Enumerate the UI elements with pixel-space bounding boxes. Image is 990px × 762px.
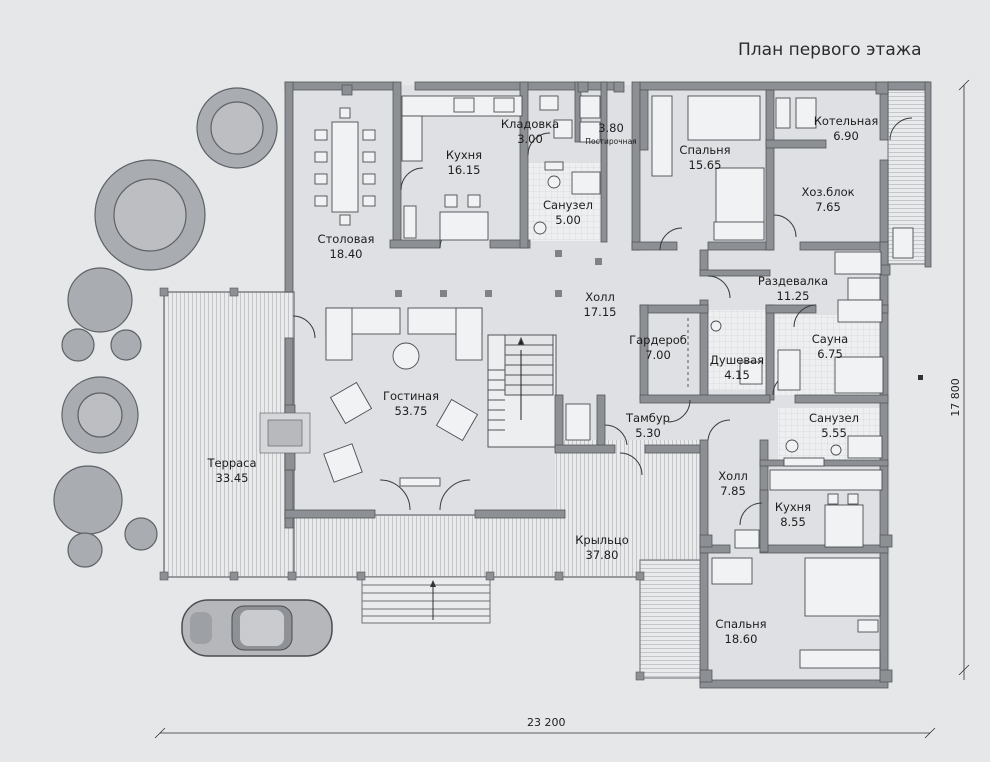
room-hall-1: Холл 17.15	[584, 290, 617, 320]
room-vestibule: Тамбур 5.30	[626, 411, 670, 441]
room-dining: Столовая 18.40	[318, 232, 375, 262]
dimension-lines	[154, 79, 970, 739]
room-bathroom-1: Санузел 5.00	[543, 198, 593, 228]
room-kitchen: Кухня 16.15	[446, 148, 482, 178]
room-name: Раздевалка	[757, 274, 829, 288]
room-boiler: Котельная 6.90	[814, 114, 879, 144]
room-area: 5.00	[555, 213, 581, 227]
room-name: Постирочная	[585, 137, 637, 146]
room-name: Кухня	[774, 500, 812, 514]
walls	[284, 81, 932, 689]
room-area: 3.00	[517, 132, 543, 146]
trees	[53, 87, 278, 568]
plan-title: План первого этажа	[738, 40, 922, 60]
room-name: Столовая	[317, 232, 375, 246]
room-area: 16.15	[447, 163, 481, 177]
room-terrace: Терраса 33.45	[207, 456, 256, 486]
room-area: 7.85	[720, 484, 746, 498]
rail-posts	[159, 287, 645, 681]
room-porch: Крыльцо 37.80	[575, 533, 629, 563]
room-utility: Хоз.блок 7.65	[801, 185, 854, 215]
room-shower: Душевая 4.15	[710, 353, 764, 383]
room-name: Терраса	[207, 456, 257, 470]
room-living: Гостиная 53.75	[383, 389, 439, 419]
room-area: 6.75	[817, 347, 843, 361]
room-name: Кладовка	[500, 117, 560, 131]
room-kitchen-2: Кухня 8.55	[775, 500, 811, 530]
room-wardrobe: Гардероб 7.00	[629, 333, 687, 363]
room-area: 5.30	[635, 426, 661, 440]
room-area: 7.00	[645, 348, 671, 362]
room-area: 4.15	[724, 368, 750, 382]
room-hall-2: Холл 7.85	[718, 469, 748, 499]
width-dimension: 23 200	[527, 716, 566, 729]
room-area: 6.90	[833, 129, 859, 143]
furniture	[314, 95, 914, 669]
staircase	[487, 334, 557, 448]
room-area: 37.80	[585, 548, 619, 562]
room-name: Гардероб	[629, 333, 687, 347]
room-name: Тамбур	[626, 411, 670, 425]
height-dimension: 17 800	[948, 378, 962, 417]
room-area: 8.55	[780, 515, 806, 529]
room-bedroom-1: Спальня 15.65	[679, 143, 730, 173]
room-area: 18.60	[724, 632, 758, 646]
room-name: Кухня	[445, 148, 483, 162]
room-area: 3.80	[598, 121, 624, 135]
room-area: 15.65	[688, 158, 722, 172]
car	[181, 599, 333, 657]
room-name: Спальня	[715, 617, 767, 631]
room-name: Спальня	[679, 143, 731, 157]
room-area: 5.55	[821, 426, 847, 440]
room-area: 18.40	[329, 247, 363, 261]
room-name: Хоз.блок	[801, 185, 855, 199]
room-bedroom-2: Спальня 18.60	[715, 617, 766, 647]
room-sauna: Сауна 6.75	[812, 332, 848, 362]
room-name: Гостиная	[382, 389, 440, 403]
room-area: 11.25	[776, 289, 810, 303]
room-bathroom-2: Санузел 5.55	[809, 411, 859, 441]
hall-columns	[395, 250, 602, 297]
room-area: 53.75	[394, 404, 428, 418]
room-name: Крыльцо	[575, 533, 629, 547]
room-name: Котельная	[813, 114, 879, 128]
room-name: Холл	[585, 290, 615, 304]
room-area: 17.15	[583, 305, 617, 319]
room-laundry: 3.80 Постирочная	[585, 122, 636, 148]
room-name: Сауна	[811, 332, 849, 346]
room-name: Санузел	[809, 411, 859, 425]
porch-steps	[361, 576, 491, 624]
room-name: Санузел	[543, 198, 593, 212]
room-area: 33.45	[215, 471, 249, 485]
room-area: 7.65	[815, 200, 841, 214]
room-pantry: Кладовка 3.00	[501, 117, 559, 147]
room-name: Душевая	[709, 353, 765, 367]
room-changing: Раздевалка 11.25	[758, 274, 828, 304]
north-marker	[918, 375, 923, 380]
room-name: Холл	[718, 469, 748, 483]
